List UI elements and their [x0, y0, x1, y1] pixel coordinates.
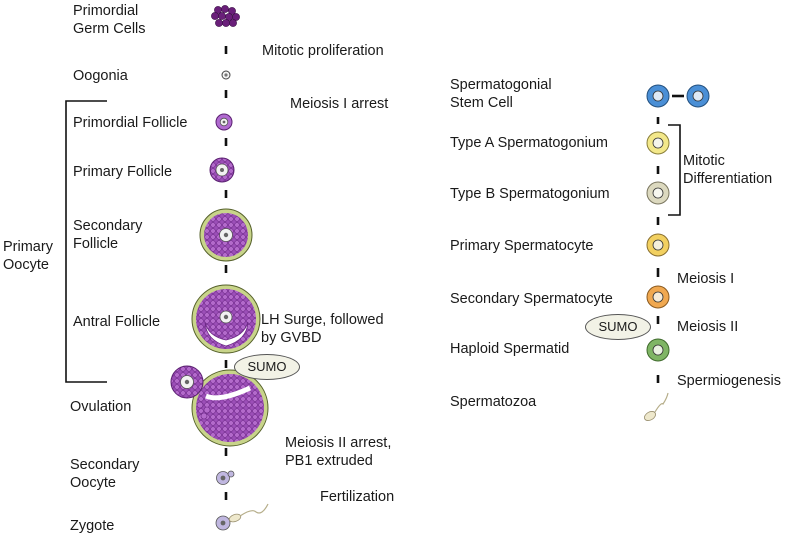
stage-label-primary-spermatocyte: Primary Spermatocyte [450, 238, 594, 254]
secondary-oocyte-icon [216, 470, 235, 485]
mitotic-differentiation-bracket [668, 124, 681, 216]
spermatozoa-icon [644, 392, 669, 421]
primordial-germ-cells-icon [211, 5, 240, 27]
primary-follicle-icon [209, 157, 235, 183]
sumo-badge-male: SUMO [585, 314, 651, 340]
stage-label-primary-follicle: Primary Follicle [73, 164, 173, 180]
stage-label-type-a-spermatogonium: Type A Spermatogonium [450, 135, 608, 151]
primary-spermatocyte-icon [646, 233, 670, 257]
stage-label-spermatozoa: Spermatozoa [450, 394, 537, 410]
event-label-fertilization: Fertilization [320, 489, 395, 505]
stage-label-type-b-spermatogonium: Type B Spermatogonium [450, 186, 610, 202]
primordial-follicle-icon [215, 113, 233, 131]
ovulation-icon [170, 365, 269, 447]
event-label-spermiogenesis: Spermiogenesis [677, 373, 781, 389]
spermatogonial-stem-cell-icon [646, 84, 710, 108]
stage-label-secondary-spermatocyte: Secondary Spermatocyte [450, 291, 613, 307]
zygote-icon [215, 503, 269, 531]
stage-label-haploid-spermatid: Haploid Spermatid [450, 341, 570, 357]
event-label-meiosis-ii-arrest: Meiosis II arrest,PB1 extruded [285, 435, 392, 469]
haploid-spermatid-icon [646, 338, 670, 362]
event-label-mitotic-proliferation: Mitotic proliferation [262, 43, 384, 59]
event-label-meiosis-i-arrest: Meiosis I arrest [290, 96, 389, 112]
stage-label-antral-follicle: Antral Follicle [73, 314, 161, 330]
stage-label-ovulation: Ovulation [70, 399, 132, 415]
male-pathway-dashes [656, 94, 684, 383]
antral-follicle-icon [191, 284, 261, 354]
sumo-badge-female: SUMO [234, 354, 300, 380]
primary-oocyte-bracket [65, 100, 107, 383]
event-label-meiosis-i: Meiosis I [677, 271, 735, 287]
oogonia-icon [221, 70, 231, 80]
type-b-spermatogonium-icon [646, 181, 670, 205]
event-label-meiosis-ii: Meiosis II [677, 319, 739, 335]
secondary-spermatocyte-icon [646, 285, 670, 309]
stage-label-oogonia: Oogonia [73, 68, 128, 84]
secondary-follicle-icon [199, 208, 253, 262]
stage-label-zygote: Zygote [70, 518, 115, 534]
type-a-spermatogonium-icon [646, 131, 670, 155]
stage-label-primordial-follicle: Primordial Follicle [73, 115, 188, 131]
